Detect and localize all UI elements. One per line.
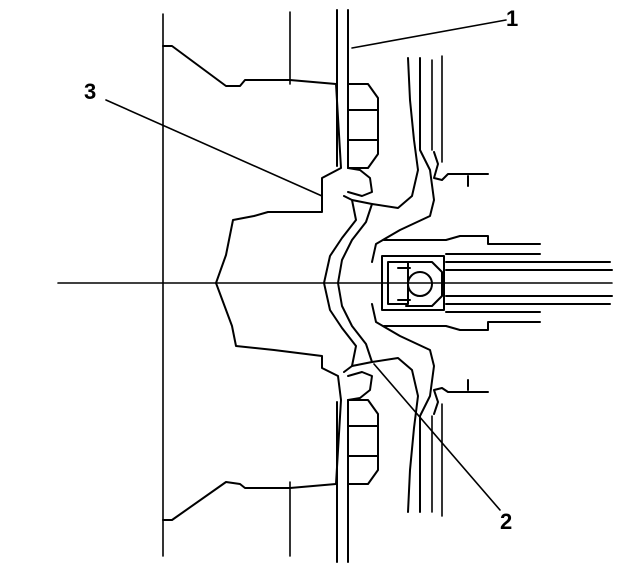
axle-inner-lower — [446, 296, 612, 312]
hub-contour-lower — [163, 283, 341, 520]
bearing-flange-upper — [372, 58, 418, 208]
hub-cap-dome-inner — [338, 200, 372, 366]
callout-1: 1 — [506, 6, 519, 31]
leader-line-1 — [352, 20, 506, 48]
axle-inner-upper — [446, 254, 612, 270]
lower-lug-nut — [348, 372, 378, 484]
axle-upper-edge — [384, 236, 540, 244]
upper-lug-nut — [348, 84, 378, 196]
axle-nut — [382, 256, 444, 310]
bearing-flange-lower — [372, 358, 418, 512]
leader-line-3 — [106, 100, 322, 196]
hub-cap-dome — [324, 196, 356, 372]
knuckle-lower-detail — [434, 380, 488, 414]
hub-outer-wall-lower — [372, 304, 434, 512]
callout-2: 2 — [500, 509, 513, 534]
callout-3: 3 — [84, 79, 97, 104]
axle-lower-edge — [384, 322, 540, 330]
leader-line-2 — [374, 364, 500, 510]
knuckle-upper-detail — [434, 152, 488, 186]
hub-contour-upper — [163, 46, 341, 283]
hub-outer-wall-upper — [372, 58, 434, 262]
